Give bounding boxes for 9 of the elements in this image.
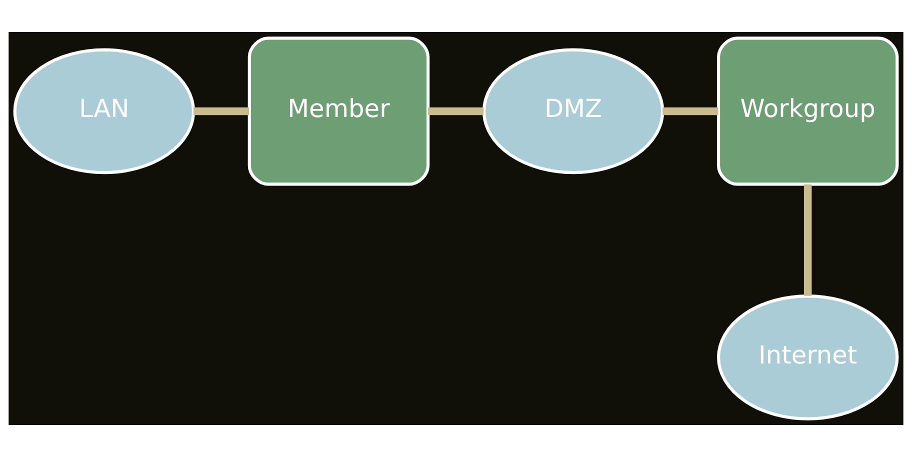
connector [194,106,250,115]
node-box: Workgroup [716,36,899,186]
connector [804,184,812,296]
connector [662,106,718,115]
node-ellipse: Internet [716,294,899,420]
node-box: Member [248,36,430,186]
node-ellipse: LAN [13,48,196,174]
node-ellipse: DMZ [482,48,664,174]
connector [428,106,484,115]
